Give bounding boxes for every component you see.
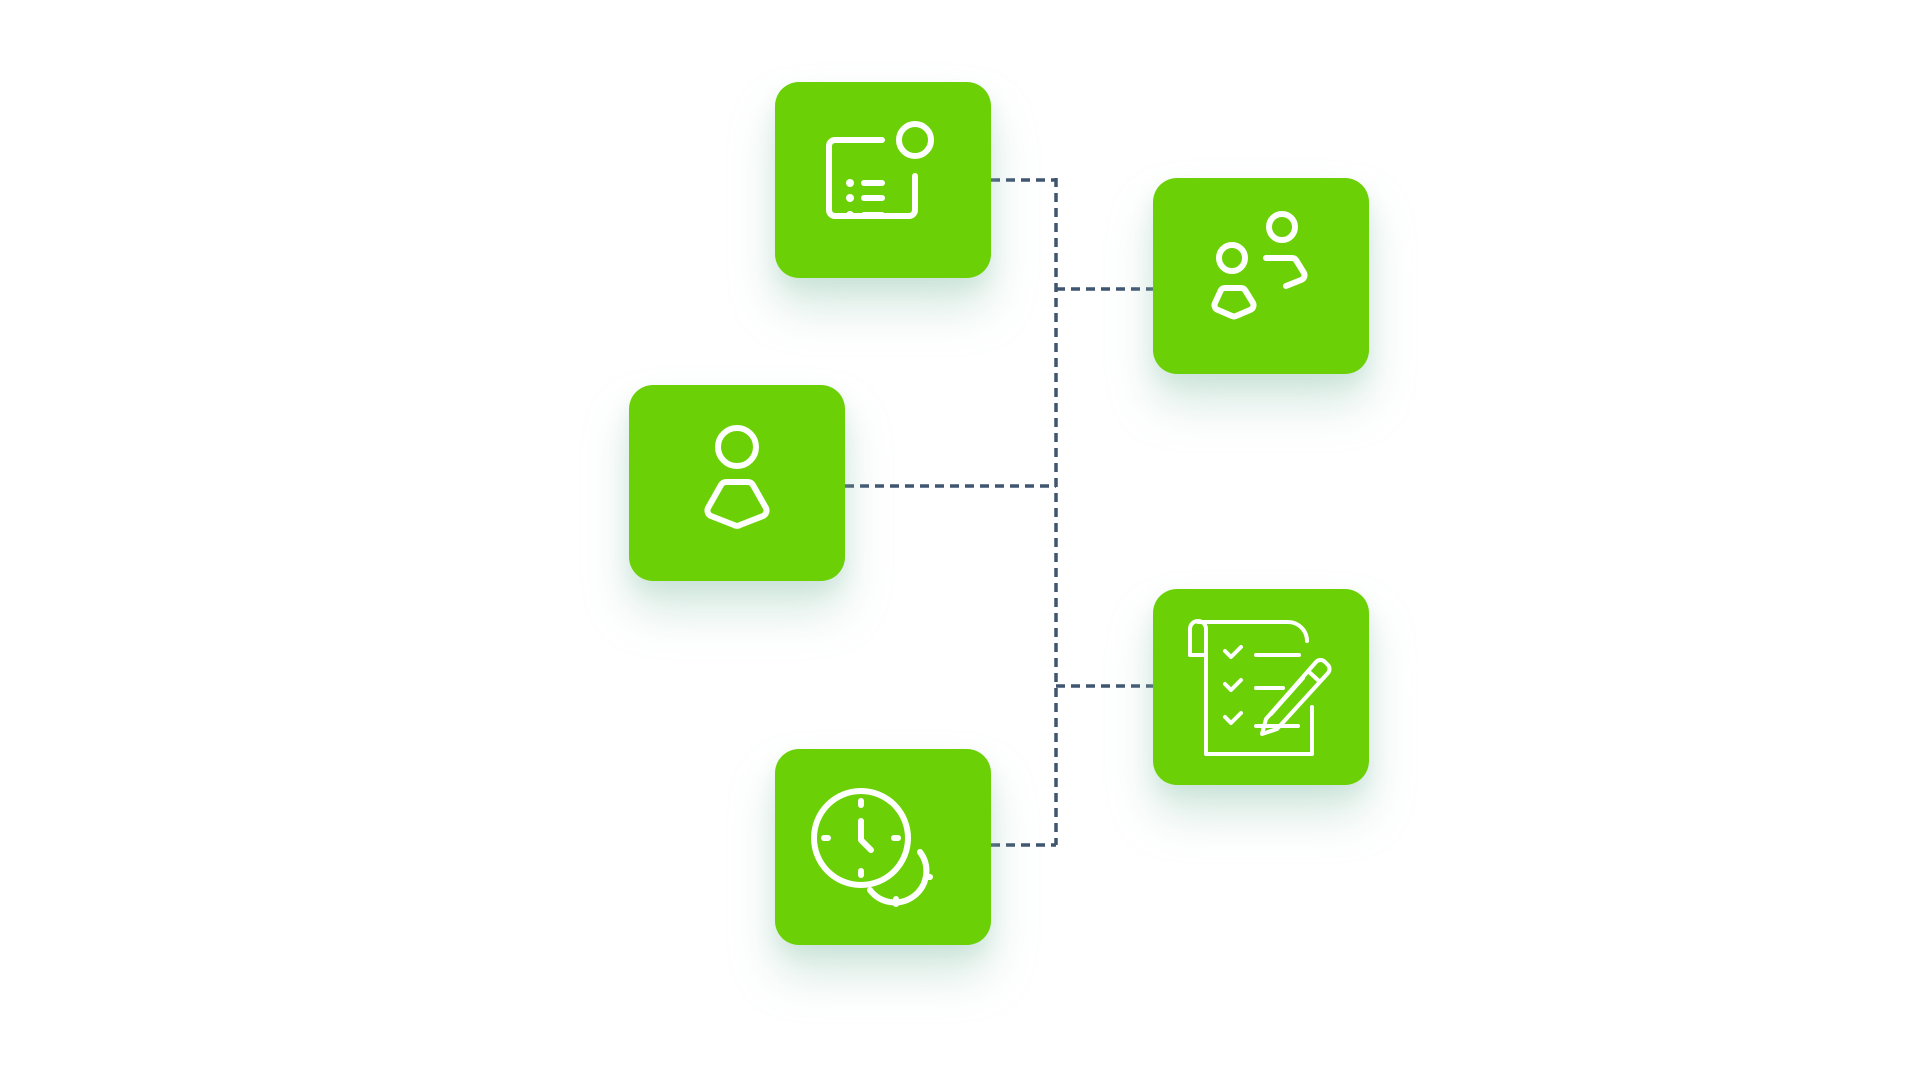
document-node — [775, 82, 991, 278]
checklist-pencil-icon — [1188, 619, 1332, 756]
node-label-partial: L — [1402, 238, 1428, 280]
clock-cycle-icon — [811, 788, 933, 907]
checklist-node — [1153, 589, 1369, 785]
document-list-icon — [826, 121, 934, 219]
user-group-icon — [1211, 211, 1308, 320]
node-label-partial: O — [1402, 660, 1435, 702]
clock-node — [775, 749, 991, 945]
user-icon — [704, 425, 770, 529]
group-node — [1153, 178, 1369, 374]
person-node — [629, 385, 845, 581]
